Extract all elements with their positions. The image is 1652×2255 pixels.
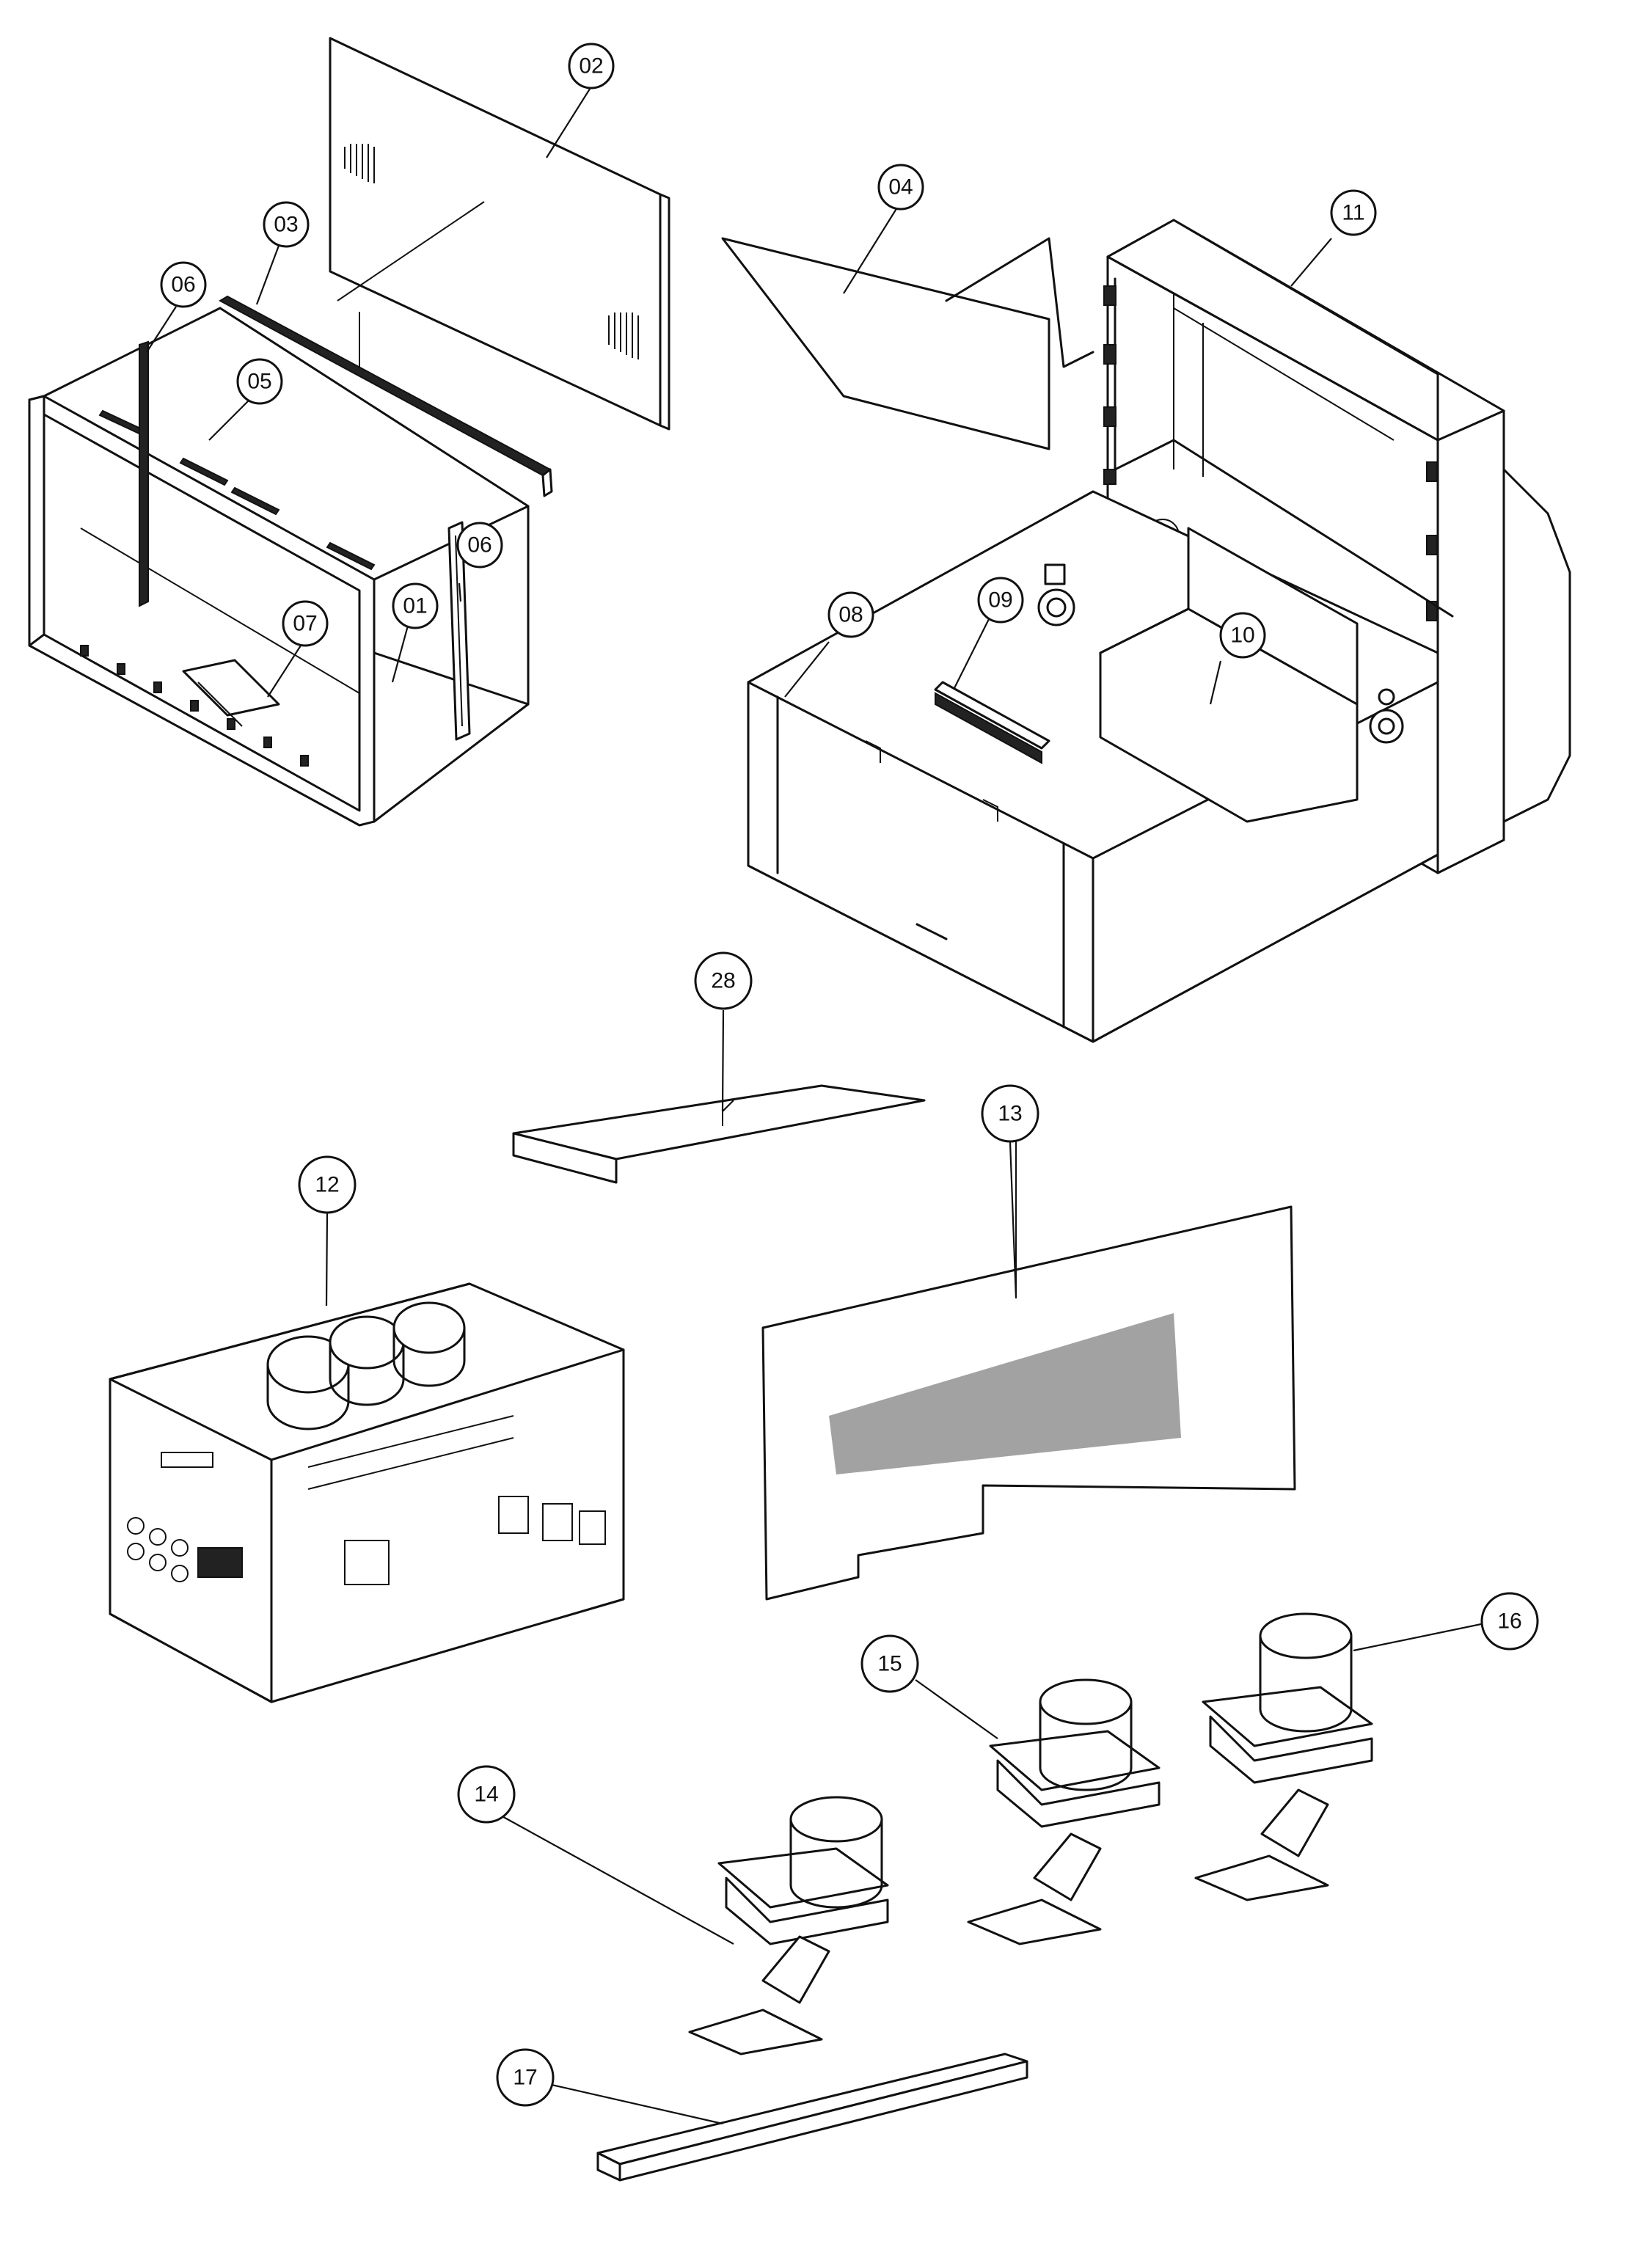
part-10-housing [1099, 527, 1404, 823]
part-17-bottom-rail [596, 2053, 1028, 2182]
callout-label: 05 [247, 370, 271, 394]
callout-02: 02 [568, 43, 615, 89]
callout-09: 09 [977, 577, 1024, 624]
callout-label: 17 [513, 2066, 537, 2090]
callout-label: 15 [877, 1652, 902, 1676]
callout-16: 16 [1480, 1592, 1539, 1651]
callout-05: 05 [236, 358, 283, 405]
leader-lines [146, 86, 1482, 2125]
callout-label: 04 [888, 175, 913, 200]
callout-label: 01 [403, 594, 427, 618]
part-02-screen-panel [329, 37, 670, 431]
part-06-right-bracket [447, 521, 471, 741]
callout-14: 14 [457, 1765, 516, 1824]
callout-10: 10 [1219, 612, 1266, 659]
callout-08: 08 [827, 591, 874, 638]
callout-06-left: 06 [160, 261, 207, 308]
part-13-rear-panel [761, 1100, 1296, 1601]
part-06-left-bracket [139, 340, 149, 607]
callout-label: 02 [579, 54, 603, 78]
part-03-top-rail [218, 295, 553, 497]
part-12-chassis [109, 1282, 625, 1703]
callout-label: 08 [838, 603, 863, 627]
callout-03: 03 [263, 201, 310, 248]
callout-label: 13 [998, 1102, 1022, 1126]
callout-15: 15 [860, 1634, 919, 1693]
part-16-tube-assembly [1194, 1612, 1373, 1901]
callout-label: 14 [474, 1783, 498, 1807]
part-14-tube-assembly [688, 1796, 889, 2055]
callout-label: 11 [1342, 201, 1364, 225]
part-15-tube-assembly [967, 1678, 1161, 1945]
part-01-front-frame [28, 307, 530, 827]
callout-06-right: 06 [456, 522, 503, 569]
callout-label: 07 [293, 612, 317, 636]
part-07-bottom-bracket [182, 659, 280, 727]
callout-label: 12 [315, 1173, 339, 1197]
callout-label: 10 [1230, 624, 1254, 648]
callout-01: 01 [392, 582, 439, 629]
callout-04: 04 [877, 164, 924, 211]
callout-11: 11 [1330, 189, 1377, 236]
part-09-speaker-bar [934, 563, 1075, 764]
callout-17: 17 [496, 2048, 555, 2107]
callout-label: 09 [988, 588, 1012, 613]
rear-panel-vent-holes [829, 1313, 1181, 1474]
callout-28: 28 [694, 951, 753, 1010]
callout-13: 13 [981, 1084, 1039, 1143]
callout-label: 03 [274, 213, 298, 237]
callouts: 01 02 03 04 05 06 06 07 08 09 10 [160, 43, 1539, 2107]
callout-label: 28 [711, 969, 735, 993]
callout-label: 06 [467, 533, 491, 558]
part-28-cover-plate [512, 1084, 926, 1184]
callout-label: 06 [171, 273, 195, 297]
callout-12: 12 [298, 1155, 357, 1214]
part-04-mirror [721, 237, 1094, 450]
callout-label: 16 [1497, 1609, 1521, 1634]
chassis-tubes [266, 1301, 466, 1430]
callout-07: 07 [282, 600, 329, 647]
